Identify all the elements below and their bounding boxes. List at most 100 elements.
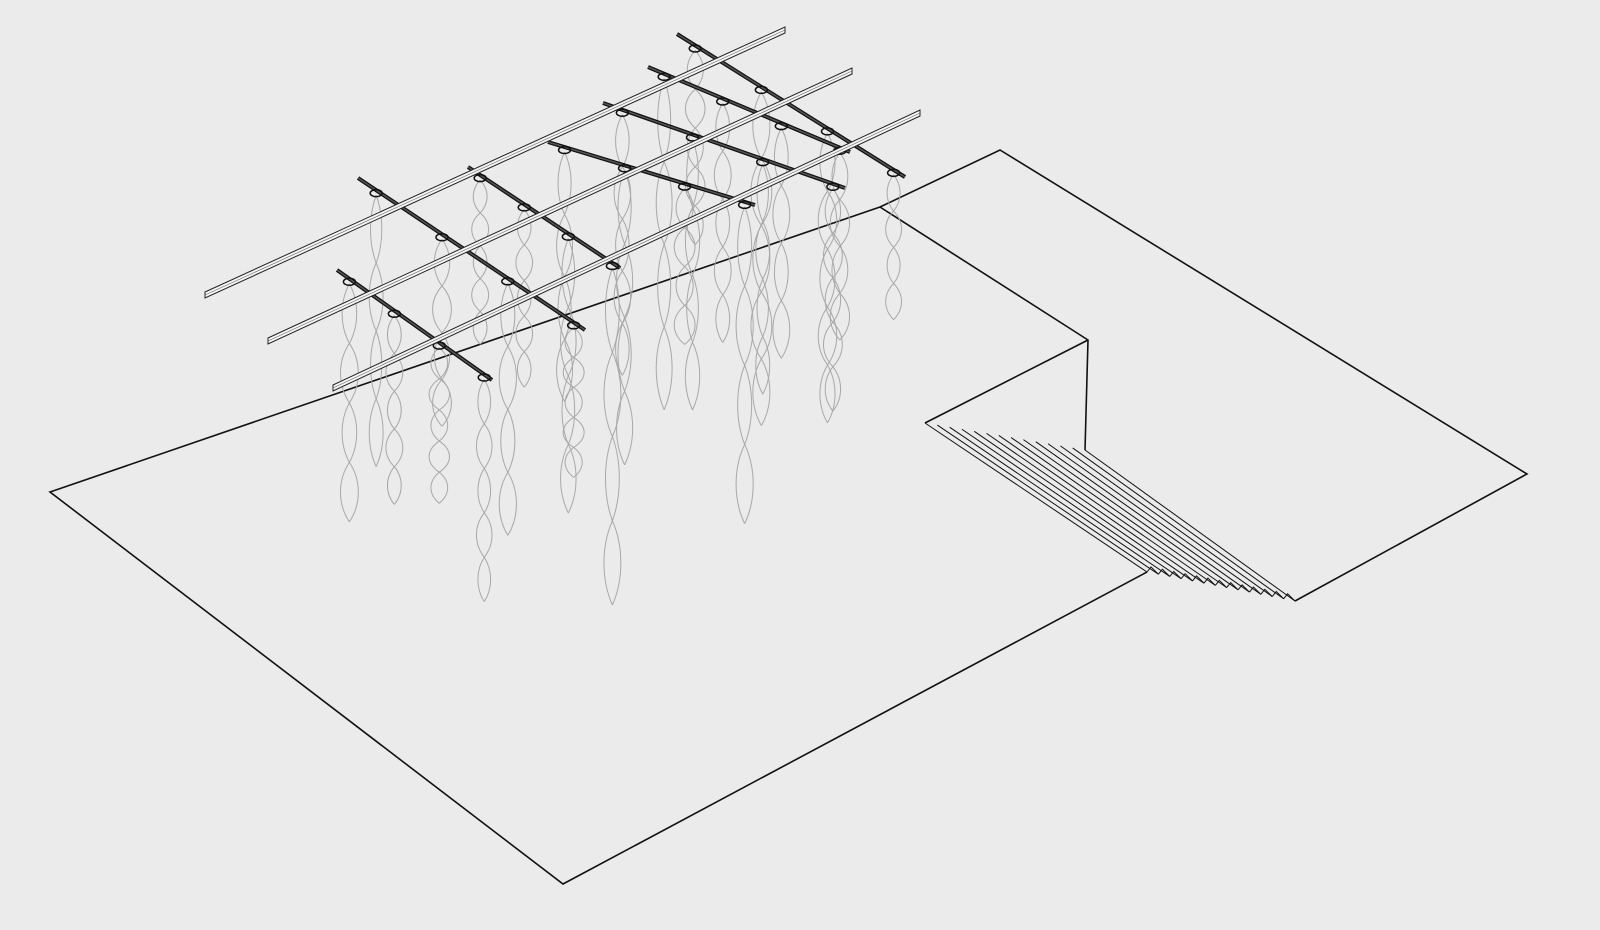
hanging-strand: [885, 174, 895, 321]
platform-drop-edge: [879, 206, 1089, 451]
crossbar-highlight: [336, 269, 493, 381]
floor-outline: [48, 149, 1529, 885]
stair-step: [1072, 447, 1284, 600]
stair-riser: [1169, 570, 1182, 580]
hanging-strand: [713, 103, 724, 343]
hanging-strands: [340, 50, 903, 606]
crossbar-highlight: [647, 66, 851, 153]
stair-riser: [1249, 586, 1262, 595]
hanger-clip: [477, 373, 491, 382]
hanger-clip: [369, 188, 383, 198]
hanging-strand: [683, 188, 696, 345]
hanger-clip: [826, 182, 840, 191]
crossbar-highlight: [602, 102, 846, 189]
hanger-clip: [517, 203, 531, 212]
hanging-strand: [471, 179, 481, 345]
stair-step: [1023, 439, 1239, 591]
hanging-strand: [498, 283, 509, 536]
rail-edge: [332, 112, 921, 389]
ledge-edge: [924, 339, 1089, 424]
hanging-strand: [744, 206, 754, 524]
hanging-strand: [750, 91, 762, 426]
stair-step: [937, 424, 1159, 575]
hanger-clip: [715, 97, 730, 106]
rail-edge: [267, 70, 853, 342]
hanging-strand: [762, 163, 771, 395]
hanging-strand: [572, 327, 585, 478]
hanging-strand: [393, 315, 404, 505]
hanger-clip: [685, 133, 700, 142]
hanger-clip: [677, 182, 692, 191]
hanging-strand: [780, 127, 791, 359]
stair-riser: [1192, 575, 1205, 584]
hanger-clip: [820, 127, 835, 136]
stair-riser: [1237, 584, 1250, 593]
rails: [204, 26, 921, 392]
hanger-clip: [737, 200, 752, 210]
hanging-strand: [673, 188, 686, 345]
hanging-strand: [817, 133, 829, 424]
hanger-clip: [774, 121, 789, 131]
hanger-clip: [387, 309, 402, 318]
hanger-clip: [617, 164, 632, 173]
stairs: [924, 422, 1296, 602]
hanging-strand: [348, 283, 359, 523]
stair-step: [1047, 443, 1262, 595]
rail-edge: [204, 29, 786, 296]
hanger-clip: [473, 173, 487, 183]
hanging-strand: [560, 238, 569, 514]
stair-step: [949, 426, 1171, 577]
hanging-strand: [829, 152, 841, 341]
hanging-strand: [375, 194, 384, 467]
hanging-strand: [755, 163, 764, 395]
stair-riser: [1271, 590, 1284, 600]
hanger-clip: [755, 157, 770, 167]
crossbar-highlight: [547, 141, 756, 206]
stair-step: [1010, 437, 1227, 589]
hanger-clip: [432, 341, 447, 350]
stair-step: [986, 432, 1205, 584]
hanger-clip: [501, 277, 515, 286]
crossbar-highlight: [676, 33, 906, 178]
hanging-strand: [385, 315, 396, 505]
hanger-clip: [566, 321, 581, 330]
stair-step: [924, 422, 1148, 573]
hanging-strand: [438, 347, 451, 504]
hanging-strand: [760, 91, 773, 426]
hanger-clip: [342, 277, 357, 287]
crossbar-highlight: [467, 166, 621, 269]
stair-riser: [1180, 572, 1193, 582]
hanging-strand: [507, 283, 517, 536]
stair-step: [1035, 441, 1250, 593]
hanging-strand: [340, 283, 350, 523]
hanging-strand: [616, 170, 626, 466]
stair-riser: [1283, 593, 1296, 602]
lower-floor-edge: [48, 206, 1148, 885]
hanger-clip: [561, 232, 576, 241]
hanger-clip: [754, 85, 769, 95]
stair-step: [1084, 449, 1296, 602]
stair-step: [998, 435, 1216, 586]
hanger-clip: [605, 261, 620, 271]
hanger-clip: [657, 72, 671, 82]
hanging-strand: [621, 114, 632, 376]
hanging-strand: [772, 127, 782, 359]
hanger-clip: [688, 44, 702, 53]
stair-riser: [1214, 579, 1228, 588]
hanging-strand: [892, 174, 903, 321]
hanging-strand: [475, 379, 485, 602]
hanger-clip: [615, 108, 630, 118]
hanging-strand: [603, 267, 613, 606]
stair-step: [1060, 445, 1273, 597]
crossbar-highlight: [357, 177, 586, 331]
raised-platform-edge: [879, 149, 1529, 602]
crossbars: [335, 32, 907, 382]
stair-riser: [1260, 588, 1273, 597]
hanger-clip: [557, 145, 572, 155]
hanger-clip: [435, 232, 449, 242]
stair-step: [961, 428, 1182, 580]
hanging-strand: [722, 103, 732, 343]
hanging-strand: [483, 379, 493, 602]
hanging-strand: [684, 139, 694, 411]
